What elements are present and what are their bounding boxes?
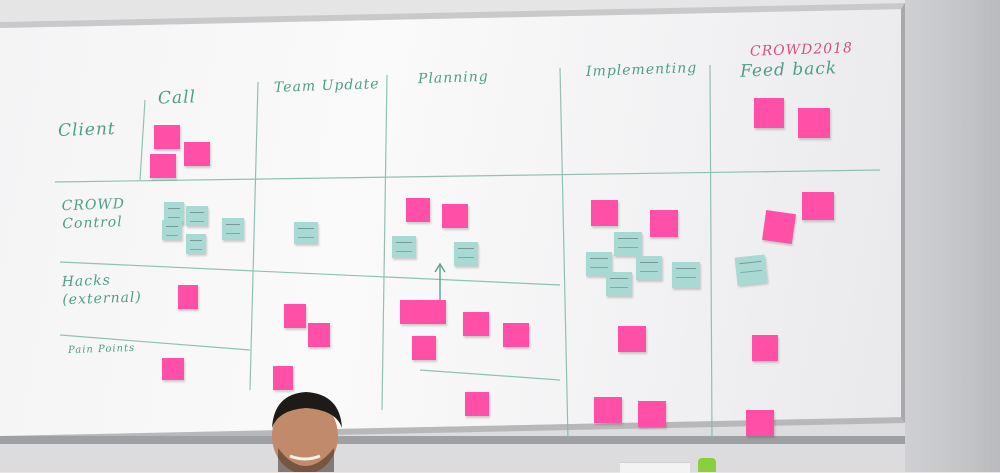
sticky-note-blue bbox=[186, 206, 208, 226]
sticky-note-blue bbox=[454, 242, 478, 266]
column-header-call: Call bbox=[157, 87, 197, 109]
marker-tray bbox=[0, 436, 905, 444]
sticky-note-pink bbox=[762, 210, 796, 244]
row-divider-3 bbox=[59, 334, 251, 351]
sticky-note-pink bbox=[754, 98, 784, 128]
sticky-note-pink bbox=[503, 323, 529, 347]
sticky-note-pink bbox=[184, 142, 210, 166]
column-divider-4 bbox=[559, 67, 569, 441]
row-header-client: Client bbox=[57, 118, 117, 142]
column-header-planning: Planning bbox=[417, 68, 489, 88]
column-divider-5 bbox=[709, 64, 713, 441]
sticky-note-pink bbox=[442, 204, 468, 228]
column-header-feedback: Feed back bbox=[739, 58, 838, 82]
row-header-pain-points: Pain Points bbox=[67, 342, 136, 357]
sticky-note-pink bbox=[162, 358, 184, 380]
side-wall bbox=[905, 0, 1000, 472]
column-divider-2 bbox=[249, 81, 259, 391]
row-divider-4 bbox=[419, 369, 561, 381]
sticky-note-blue bbox=[606, 272, 632, 296]
sticky-note-blue bbox=[614, 232, 642, 256]
power-strip bbox=[620, 462, 690, 473]
green-cup bbox=[698, 458, 716, 472]
sticky-note-pink bbox=[465, 392, 489, 416]
sticky-note-pink bbox=[802, 192, 834, 220]
sticky-note-pink bbox=[400, 300, 422, 324]
sticky-note-pink bbox=[284, 304, 306, 328]
sticky-note-blue bbox=[734, 254, 768, 286]
sticky-note-pink bbox=[150, 154, 176, 178]
column-divider-1 bbox=[139, 99, 146, 181]
sticky-note-pink bbox=[618, 326, 646, 352]
sticky-note-blue bbox=[162, 220, 182, 240]
column-divider-3 bbox=[381, 74, 388, 411]
sticky-note-pink bbox=[638, 401, 666, 427]
sticky-note-pink bbox=[798, 108, 830, 138]
sticky-note-pink bbox=[650, 210, 678, 237]
sticky-note-pink bbox=[154, 125, 180, 149]
sticky-note-pink bbox=[594, 397, 622, 423]
sticky-note-pink bbox=[406, 198, 430, 222]
sticky-note-blue bbox=[186, 234, 206, 254]
row-divider-1 bbox=[54, 169, 881, 183]
sticky-note-blue bbox=[222, 218, 244, 240]
row-divider-2 bbox=[59, 261, 561, 286]
sticky-note-pink bbox=[412, 336, 436, 360]
sticky-note-pink bbox=[746, 410, 774, 436]
sticky-note-pink bbox=[308, 323, 330, 347]
sticky-note-pink bbox=[178, 285, 198, 309]
sticky-note-blue bbox=[164, 202, 184, 224]
row-header-crowd-control: CROWD Control bbox=[61, 196, 126, 233]
person-head bbox=[272, 392, 342, 472]
sticky-note-blue bbox=[672, 262, 700, 288]
sticky-note-pink bbox=[422, 300, 446, 324]
arrow-up-icon bbox=[434, 262, 446, 300]
sticky-note-blue bbox=[294, 222, 318, 244]
row-header-hacks: Hacks (external) bbox=[61, 272, 143, 309]
sticky-note-pink bbox=[752, 335, 778, 361]
sticky-note-blue bbox=[636, 256, 662, 280]
sticky-note-pink bbox=[463, 312, 489, 336]
sticky-note-pink bbox=[273, 366, 293, 390]
sticky-note-blue bbox=[392, 236, 416, 258]
sticky-note-pink bbox=[591, 200, 618, 226]
